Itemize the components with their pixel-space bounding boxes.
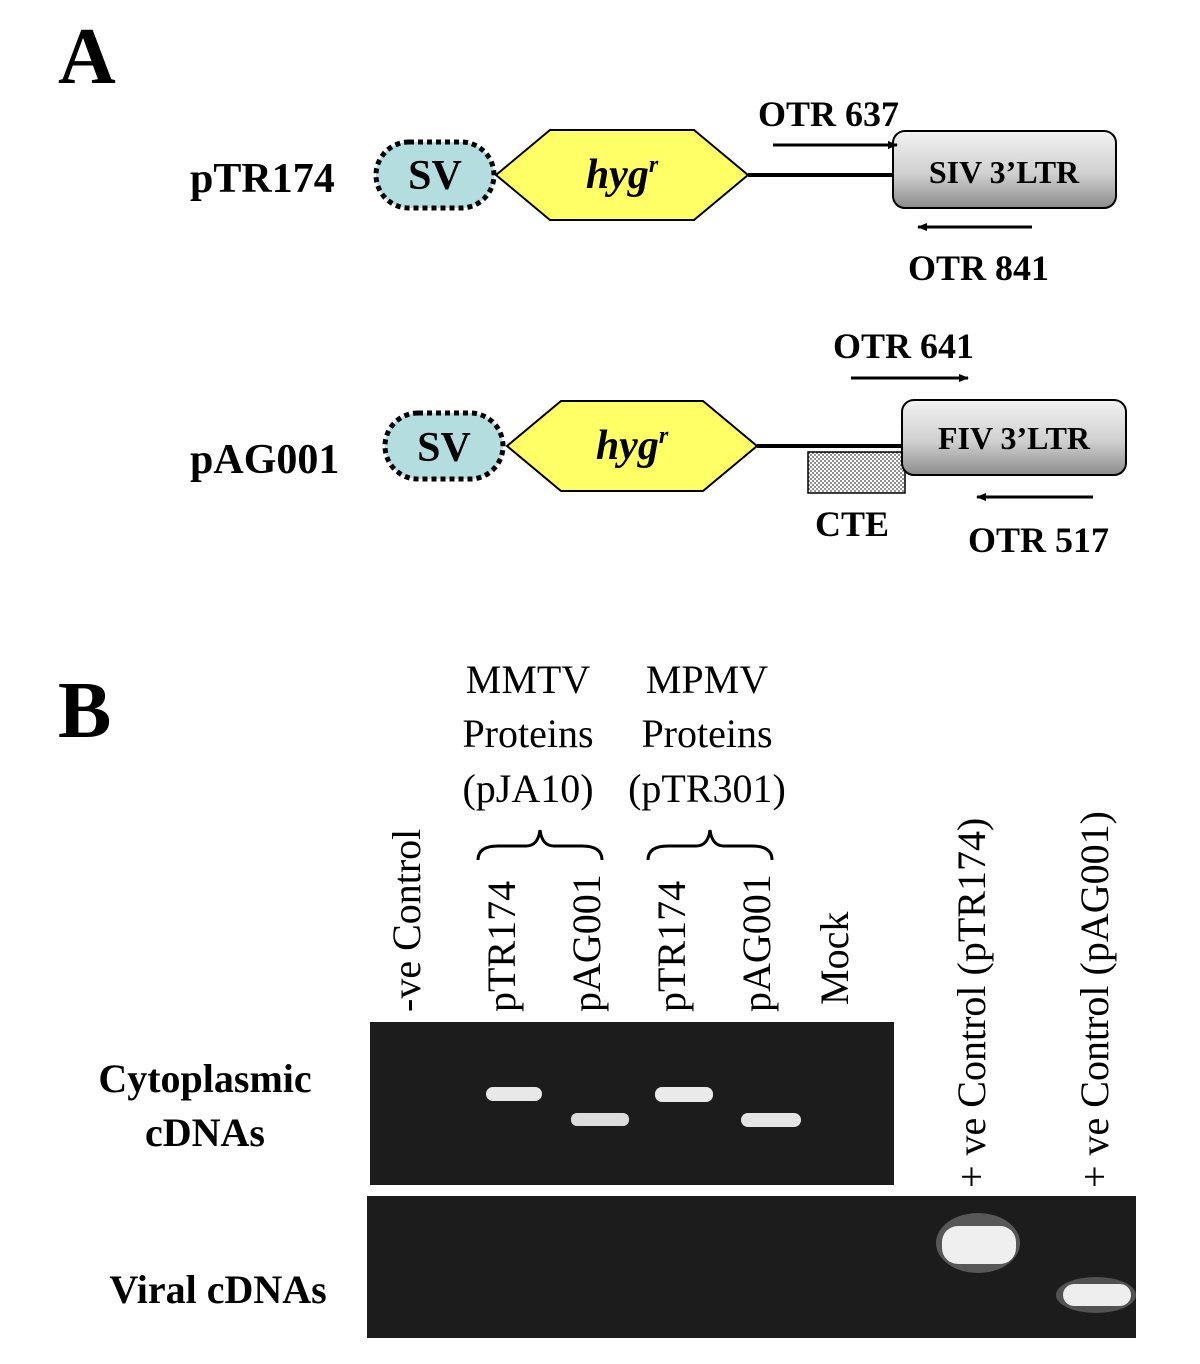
primer-fwd-label: OTR 637: [758, 94, 899, 134]
fiv-ltr: [901, 399, 1127, 476]
siv-ltr-label: SIV 3’LTR: [929, 154, 1080, 190]
lane-label-pag001: pAG001: [564, 874, 609, 1012]
gel-viral: [367, 1196, 1136, 1338]
row-label-cytoplasmic: Cytoplasmic: [98, 1056, 311, 1101]
lane-label-mock: Mock: [812, 912, 857, 1005]
panel-a-label: A: [58, 13, 116, 101]
group-header-line: (pJA10): [462, 766, 593, 811]
primer-fwd-label: OTR 641: [833, 326, 974, 366]
construct-ptr174: pTR174 SV hygr SIV 3’LTR OTR 637 OTR 841: [190, 94, 1117, 288]
fiv-ltr-label: FIV 3’LTR: [938, 420, 1091, 456]
hygr-gene-label: hygr: [586, 152, 659, 198]
construct-name: pAG001: [190, 437, 339, 483]
gel-band: [655, 1087, 713, 1102]
gel-band: [486, 1087, 542, 1101]
group-brace: [646, 829, 774, 861]
sv-promoter: [373, 139, 497, 211]
primer-rev-label: OTR 841: [908, 248, 1049, 288]
lane-label-pos-control-pag001: + ve Control (pAG001): [1072, 811, 1117, 1188]
construct-name: pTR174: [190, 156, 335, 202]
gel-band: [571, 1113, 629, 1126]
group-header-line: (pTR301): [628, 766, 786, 811]
group-header-line: MPMV: [646, 657, 768, 702]
primer-rev-label: OTR 517: [968, 520, 1109, 560]
lane-label-ptr174: pTR174: [479, 881, 524, 1012]
sv-promoter-label: SV: [408, 153, 462, 199]
row-label-viral: Viral cDNAs: [109, 1267, 326, 1312]
group-header-mmtv: MMTV Proteins (pJA10): [462, 657, 604, 861]
group-header-line: Proteins: [462, 711, 593, 756]
cte-element: [807, 451, 906, 494]
sv-promoter-label: SV: [417, 425, 471, 471]
panel-b-label: B: [58, 667, 111, 755]
gel-band: [942, 1226, 1016, 1264]
lane-label-ptr174: pTR174: [649, 881, 694, 1012]
siv-ltr: [892, 130, 1117, 209]
lane-label-pos-control-ptr174: + ve Control (pTR174): [949, 818, 994, 1188]
row-label-cytoplasmic: cDNAs: [145, 1110, 265, 1155]
gel-band: [741, 1113, 801, 1127]
construct-pag001: pAG001 SV hygr CTE FIV 3’LTR OTR 641 OTR…: [190, 326, 1127, 560]
gel-background: [367, 1196, 1136, 1338]
cte-label: CTE: [815, 504, 889, 544]
lane-label-pag001: pAG001: [734, 874, 779, 1012]
sv-promoter: [382, 410, 506, 482]
hygr-gene-label: hygr: [596, 423, 669, 469]
group-header-mpmv: MPMV Proteins (pTR301): [628, 657, 786, 861]
group-header-line: MMTV: [466, 657, 591, 702]
gel-cytoplasmic: [370, 1022, 894, 1185]
group-brace: [476, 829, 604, 861]
lane-label-neg-control: -ve Control: [384, 829, 429, 1012]
gel-band: [1063, 1284, 1131, 1306]
group-header-line: Proteins: [641, 711, 772, 756]
gel-background: [370, 1022, 894, 1185]
